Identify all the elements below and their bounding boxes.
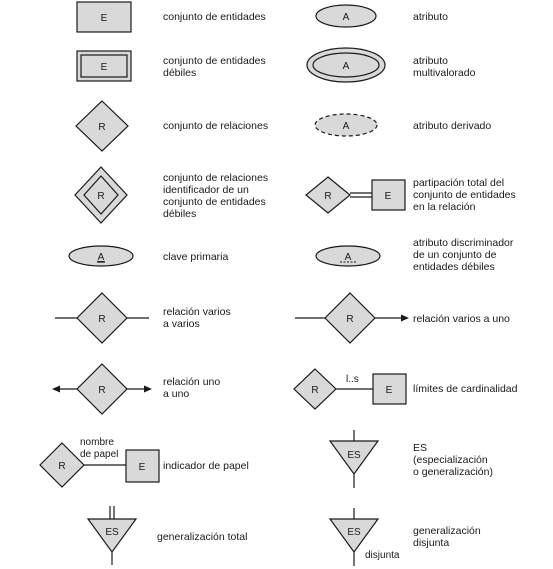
multivalued-attribute-symbol: A <box>306 47 386 83</box>
many-to-many-description: relación varios a varios <box>163 306 234 330</box>
cardinality-e-label: E <box>386 385 393 396</box>
relationship-set-symbol: R <box>75 100 129 152</box>
one-to-one-r-label: R <box>98 385 105 396</box>
multivalued-symbol-label: A <box>343 61 350 72</box>
total-generalization-description: generalización total <box>157 531 247 543</box>
attribute-description: atributo <box>413 11 448 23</box>
role-e-label: E <box>139 462 146 473</box>
attribute-symbol: A <box>315 4 377 28</box>
many-to-one-description: relación varios a uno <box>413 313 510 325</box>
total-participation-description: partipación total del conjunto de entida… <box>413 177 519 213</box>
disjoint-generalization-description: generalización disjunta <box>413 525 484 549</box>
entity-symbol-label: E <box>101 13 108 24</box>
role-indicator-symbol: R nombre de papel E <box>39 437 160 488</box>
primary-key-symbol-label: A <box>98 252 105 263</box>
weak-entity-set-description: conjunto de entidades débiles <box>163 55 269 79</box>
isa-description: ES (especialización o generalización) <box>413 442 493 478</box>
disjoint-label: disjunta <box>365 550 400 561</box>
one-to-one-description: relación uno a uno <box>163 376 223 400</box>
cardinality-limits-description: límites de cardinalidad <box>413 383 518 395</box>
many-to-many-r-label: R <box>98 314 105 325</box>
one-to-one-symbol: R <box>52 363 152 415</box>
total-participation-e-label: E <box>385 191 392 202</box>
attribute-symbol-label: A <box>343 12 350 23</box>
isa-symbol: ES <box>328 430 380 488</box>
relationship-symbol-label: R <box>98 122 105 133</box>
identifying-relationship-symbol: R <box>74 166 128 224</box>
primary-key-symbol: A <box>68 245 134 267</box>
cardinality-range-label: l..s <box>346 374 359 385</box>
total-participation-r-label: R <box>324 191 331 202</box>
total-generalization-symbol: ES <box>86 506 138 565</box>
disjoint-generalization-symbol: ES disjunta <box>328 508 400 566</box>
many-to-many-symbol: R <box>55 292 149 344</box>
derived-symbol-label: A <box>343 121 350 132</box>
many-to-one-r-label: R <box>346 314 353 325</box>
primary-key-description: clave primaria <box>163 251 229 263</box>
cardinality-r-label: R <box>311 385 318 396</box>
disjoint-generalization-label: ES <box>347 527 361 538</box>
total-participation-symbol: R E <box>305 176 406 214</box>
cardinality-limits-symbol: R l..s E <box>293 368 407 410</box>
entity-set-symbol: E <box>76 1 132 33</box>
derived-attribute-symbol: A <box>314 113 378 137</box>
weak-entity-set-symbol: E <box>76 50 132 82</box>
discriminator-symbol-label: A <box>345 252 352 263</box>
identifying-relationship-description: conjunto de relaciones identificador de … <box>163 172 271 220</box>
role-name-label: nombre de papel <box>80 437 118 460</box>
entity-set-description: conjunto de entidades <box>163 11 266 23</box>
discriminator-attribute-description: atributo discriminador de un conjunto de… <box>413 237 516 273</box>
relationship-set-description: conjunto de relaciones <box>163 120 268 132</box>
many-to-one-symbol: R <box>295 292 409 344</box>
identifying-rel-symbol-label: R <box>97 191 104 202</box>
total-generalization-label: ES <box>105 527 119 538</box>
multivalued-attribute-description: atributo multivalorado <box>413 55 476 79</box>
role-indicator-description: indicador de papel <box>163 460 249 472</box>
isa-symbol-label: ES <box>347 450 361 461</box>
derived-attribute-description: atributo derivado <box>413 120 491 132</box>
role-r-label: R <box>58 461 65 472</box>
discriminator-attribute-symbol: A <box>315 245 381 267</box>
weak-entity-symbol-label: E <box>101 62 108 73</box>
